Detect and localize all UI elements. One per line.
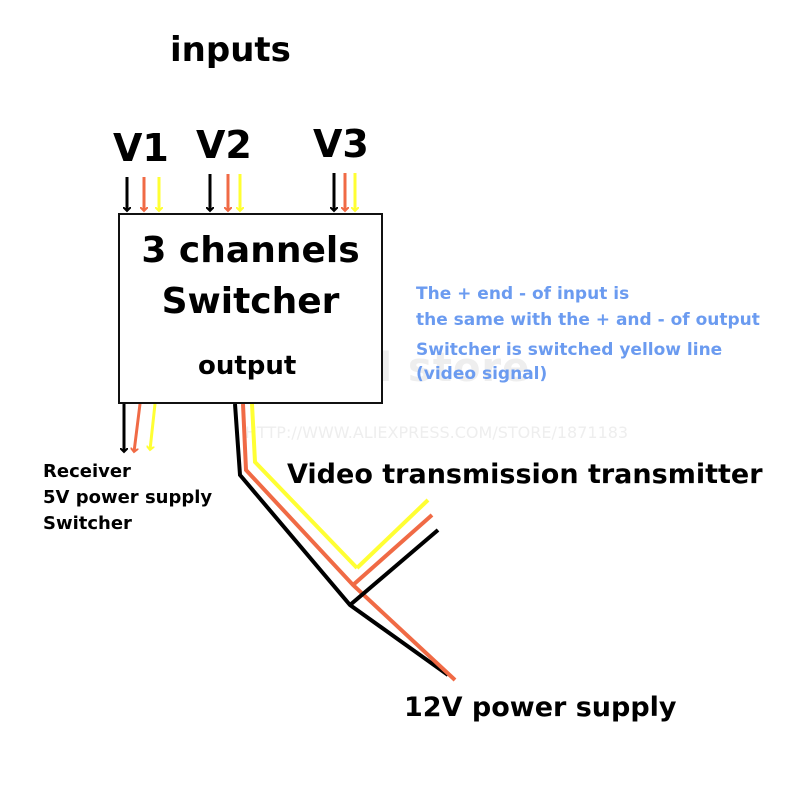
channel-label-v2: V2 xyxy=(196,123,252,167)
note-line4: (video signal) xyxy=(416,364,548,384)
yellow-wire xyxy=(250,403,359,570)
black-wire xyxy=(233,403,450,677)
box-title-line2: Switcher xyxy=(161,281,340,322)
transmitter-label: Video transmission transmitter xyxy=(287,459,763,490)
v1-input-arrows xyxy=(127,177,159,211)
red-wire xyxy=(241,403,457,682)
receiver-label-line1: Receiver xyxy=(43,461,131,482)
channel-label-v1: V1 xyxy=(113,126,169,170)
receiver-label-line2: 5V power supply xyxy=(43,487,213,508)
watermark-url: HTTP://WWW.ALIEXPRESS.COM/STORE/1871183 xyxy=(245,423,629,442)
diagram-title: inputs xyxy=(170,30,291,70)
power-supply-label: 12V power supply xyxy=(404,692,677,723)
red-branch xyxy=(351,513,434,587)
note-line2: the same with the + and - of output xyxy=(416,310,760,330)
v3-input-arrows xyxy=(334,173,355,211)
v2-input-arrows xyxy=(210,174,240,211)
receiver-red-arrow xyxy=(134,403,142,452)
receiver-label-line3: Switcher xyxy=(43,513,132,534)
yellow-branch xyxy=(355,498,430,570)
receiver-yellow-arrow xyxy=(150,403,157,450)
output-cable xyxy=(233,403,457,682)
switcher-box: 3 channels Switcher output xyxy=(118,213,383,404)
box-title-line1: 3 channels xyxy=(141,230,360,271)
receiver-output-arrows xyxy=(124,403,157,452)
channel-label-v3: V3 xyxy=(313,122,369,166)
note-line1: The + end - of input is xyxy=(416,284,630,304)
note-line3: Switcher is switched yellow line xyxy=(416,340,723,360)
black-branch xyxy=(348,528,440,607)
output-label: output xyxy=(198,351,297,381)
